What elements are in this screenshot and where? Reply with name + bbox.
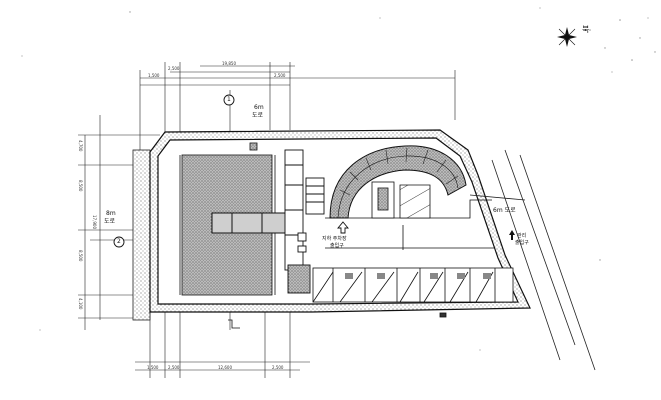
road-west-label-line1: 8m: [106, 210, 116, 217]
dim-left-4: 8,500: [78, 250, 83, 262]
drive-aisle: [325, 181, 495, 250]
dim-top-2: 2,500: [168, 66, 180, 71]
scan-noise: [21, 7, 656, 351]
marker-label-west: 2: [117, 238, 121, 245]
spine-block: [211, 212, 288, 234]
compass-label: 북: [582, 25, 590, 34]
dim-top-1: 1,500: [148, 73, 160, 78]
east-road-lines: [469, 149, 596, 371]
entrance-main-label-line2: 출입구: [330, 243, 344, 249]
road-north-label-line2: 도로: [252, 112, 264, 119]
entrance-sub-label-line1: 관리: [517, 233, 527, 239]
road-west-label-line2: 도로: [104, 218, 116, 225]
dim-top-4: 2,500: [274, 73, 286, 78]
dim-left-2: 8,500: [78, 180, 83, 192]
entrance-main-label-line1: 지하 주차장: [322, 236, 347, 242]
curved-ramp: [329, 145, 467, 219]
dim-left-3: 17,900: [92, 215, 97, 229]
marker-circles: [113, 94, 235, 248]
entrance-arrow-icon: [337, 221, 349, 234]
road-strip-west: [132, 149, 151, 321]
road-east-label: 6m 도로: [493, 207, 516, 214]
dim-left-5: 4,100: [78, 298, 83, 310]
dim-bottom-1: 1,500: [147, 365, 159, 370]
misc-symbols: [228, 142, 447, 329]
entrance-sub-label-line2: 출입구: [515, 240, 529, 246]
compass-north-arrow-icon: [557, 27, 577, 47]
dim-top-3: 19,850: [222, 61, 236, 66]
dim-bottom-4: 2,500: [272, 365, 284, 370]
sub-entrance-arrow-icon: [509, 230, 515, 240]
dim-bottom-3: 12,600: [218, 365, 232, 370]
dim-bottom-2: 2,500: [168, 365, 180, 370]
core-stairs: [284, 149, 325, 294]
parking-stalls: [312, 267, 514, 303]
marker-label-north: 1: [227, 96, 231, 103]
dim-left-1: 4,700: [78, 140, 83, 152]
road-north-label-line1: 6m: [254, 104, 264, 111]
